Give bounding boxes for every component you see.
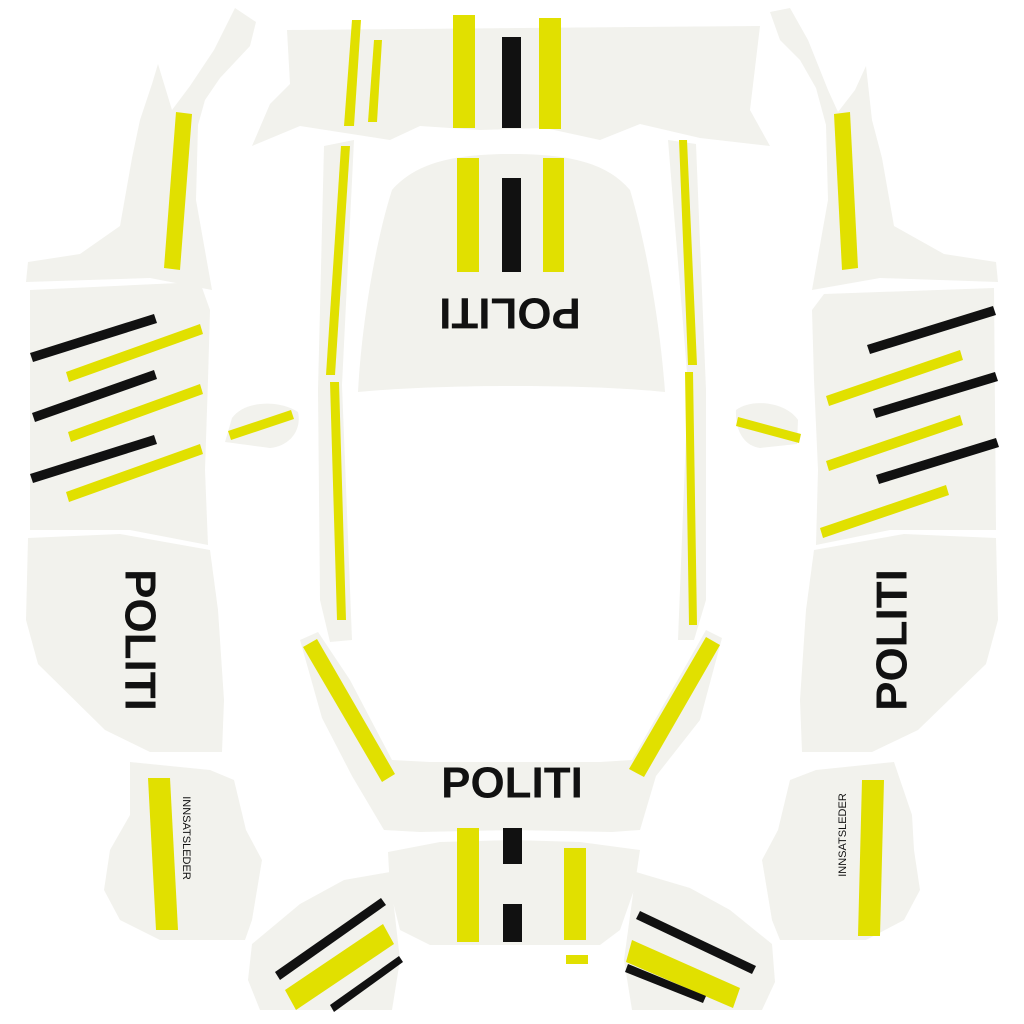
- right-front-fender-panel: [770, 8, 998, 290]
- hood-stripe-yellow: [457, 158, 479, 272]
- right-quarter-innsatsleder-text: INNSATSLEDER: [837, 793, 849, 877]
- bumper-rear-stripe-yellow: [566, 955, 588, 964]
- hood-panel: POLITI: [358, 154, 665, 392]
- roof-stripe-right: [679, 140, 697, 365]
- roof-frame: [318, 140, 706, 642]
- rear-left-corner-panel: [248, 872, 403, 1012]
- right-mirror-panel: [735, 403, 801, 448]
- left-mirror-panel: [225, 403, 299, 448]
- bumper-stripe-yellow: [539, 18, 561, 129]
- bumper-rear-stripe-black: [503, 904, 522, 942]
- right-rear-quarter-panel: INNSATSLEDER: [762, 762, 920, 940]
- rear-politi-text: POLITI: [441, 759, 583, 808]
- right-front-door-panel: [812, 288, 999, 545]
- hood-stripe-black: [502, 178, 521, 272]
- left-door-politi-text: POLITI: [115, 569, 164, 711]
- left-quarter-innsatsleder-text: INNSATSLEDER: [180, 796, 192, 880]
- left-front-fender-panel: [26, 8, 256, 290]
- rear-trunk-panel: POLITI: [300, 630, 722, 832]
- left-front-door-panel: [30, 282, 210, 545]
- rear-right-corner-panel: [624, 872, 775, 1010]
- bumper-rear-stripe-yellow: [564, 848, 586, 940]
- bumper-rear-stripe-black: [503, 828, 522, 864]
- hood-politi-text: POLITI: [439, 288, 581, 337]
- right-rear-door-panel: POLITI: [800, 534, 998, 752]
- bumper-rear-stripe-yellow: [457, 828, 479, 942]
- roof-stripe-left: [326, 146, 350, 375]
- roof-stripe-left: [330, 382, 346, 620]
- roof-stripe-right: [685, 372, 697, 625]
- rear-stripe-yellow: [629, 637, 720, 777]
- rear-bumper-panel: [388, 828, 640, 964]
- left-rear-door-panel: POLITI: [26, 534, 224, 752]
- left-rear-quarter-panel: INNSATSLEDER: [104, 762, 262, 940]
- bumper-stripe-yellow: [368, 40, 382, 122]
- hood-stripe-yellow: [543, 158, 564, 272]
- front-bumper-panel: [252, 15, 770, 146]
- bumper-stripe-yellow: [453, 15, 475, 128]
- bumper-stripe-black: [502, 37, 521, 128]
- rear-stripe-yellow: [303, 639, 395, 782]
- right-door-politi-text: POLITI: [868, 569, 917, 711]
- bumper-stripe-yellow: [344, 20, 361, 126]
